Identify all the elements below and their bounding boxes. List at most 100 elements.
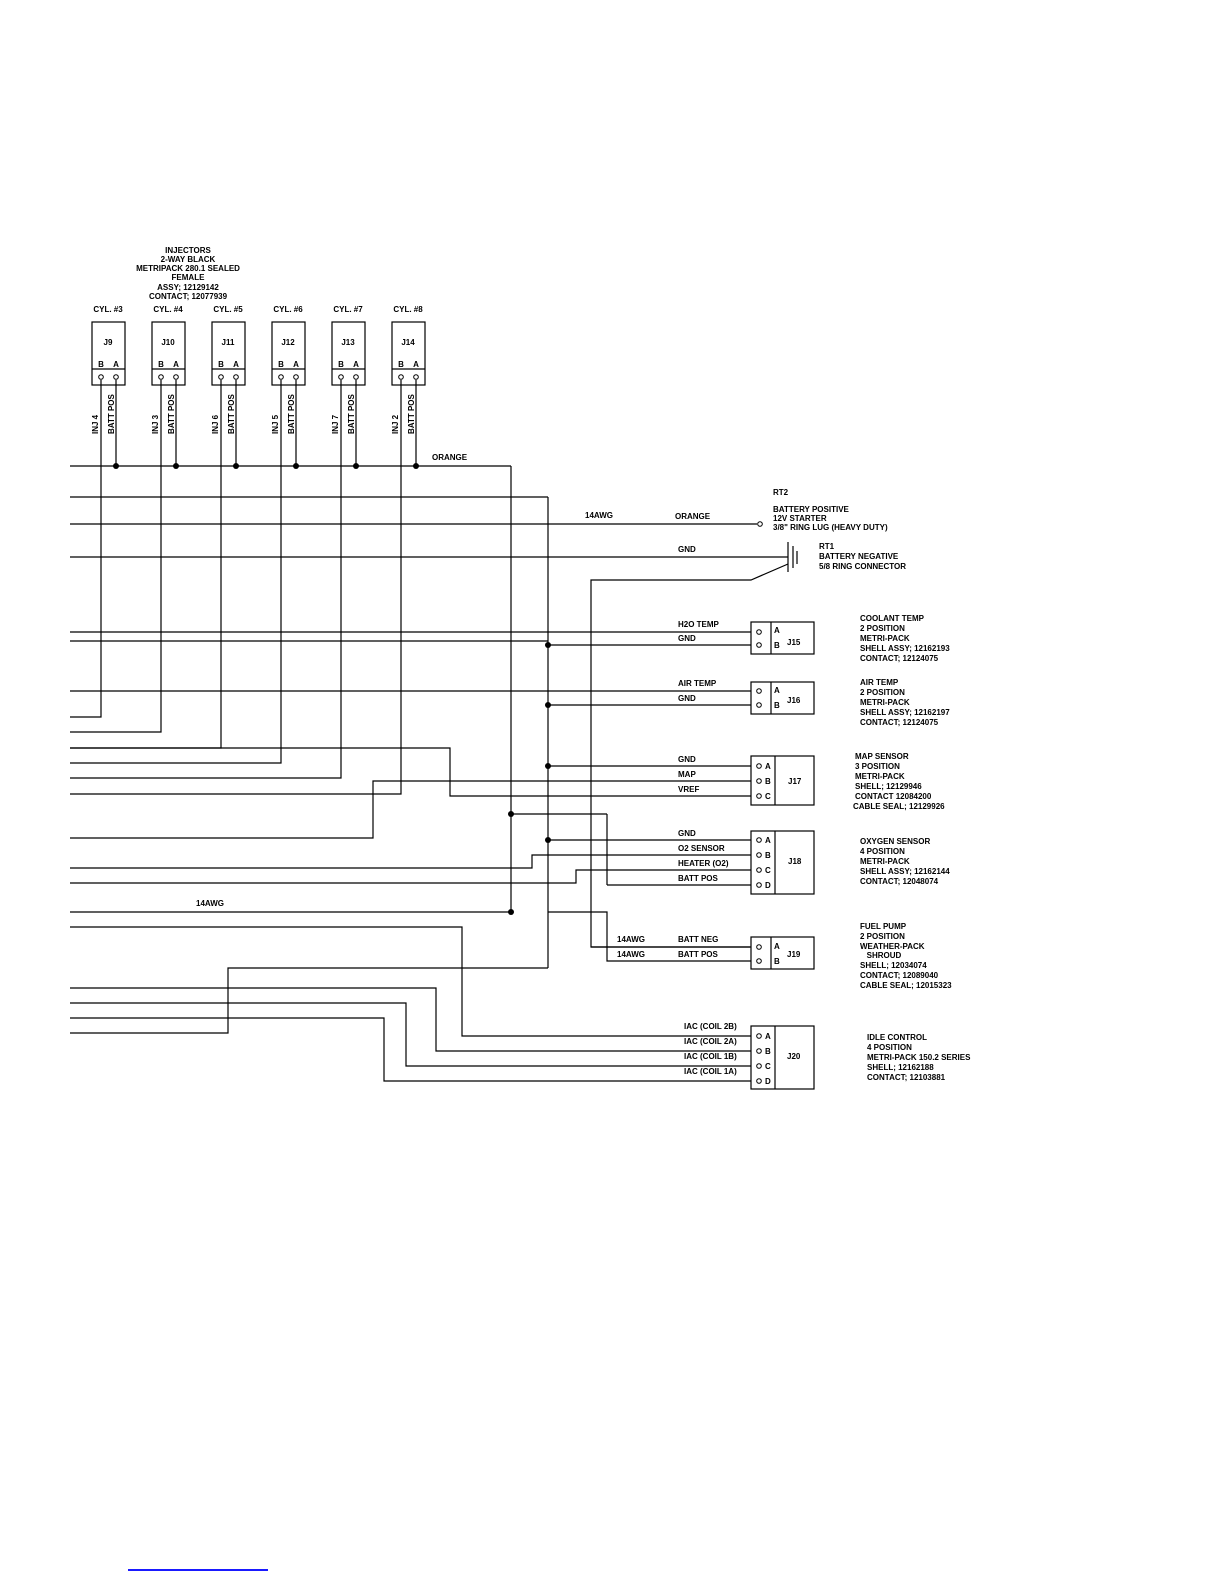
wire-label-awg: 14AWG — [196, 899, 224, 908]
terminal-RT2: RT2 BATTERY POSITIVE 12V STARTER 3/8" RI… — [773, 488, 888, 532]
injectors-title-line: 2-WAY BLACK — [161, 255, 216, 264]
pin-label: A — [765, 836, 771, 845]
connector-id: J14 — [401, 338, 415, 347]
wire-label: IAC (COIL 1A) — [684, 1067, 737, 1076]
connector-box — [91, 321, 126, 386]
pin-label: A — [774, 942, 780, 951]
wire-label: IAC (COIL 1B) — [684, 1052, 737, 1061]
connector-box — [750, 621, 815, 655]
connector-desc: 2 POSITION — [860, 688, 905, 697]
wire-label: GND — [678, 634, 696, 643]
injector-J11: CYL. #5 J11 B A INJ 6 BATT POS — [211, 305, 246, 434]
pin-b-label: B — [338, 360, 344, 369]
terminal-line: 12V STARTER — [773, 514, 827, 523]
pin-label: B — [765, 777, 771, 786]
wire-label: GND — [678, 829, 696, 838]
injectors-title-line: METRIPACK 280.1 SEALED — [136, 264, 240, 273]
connector-desc: METRI-PACK — [860, 857, 910, 866]
connector-desc: COOLANT TEMP — [860, 614, 925, 623]
injector-J9: CYL. #3 J9 B A INJ 4 BATT POS — [91, 305, 126, 434]
injectors-title-line: FEMALE — [172, 273, 206, 282]
pin-a-label: A — [233, 360, 239, 369]
wire-label: INJ 7 — [331, 414, 340, 434]
wire-label: BATT POS — [347, 393, 356, 434]
wire-label: INJ 2 — [391, 414, 400, 434]
connector-desc: MAP SENSOR — [855, 752, 909, 761]
cylinder-label: CYL. #5 — [213, 305, 243, 314]
connector-id: J16 — [787, 696, 801, 705]
connector-desc: SHELL ASSY; 12162193 — [860, 644, 950, 653]
wire-label: O2 SENSOR — [678, 844, 725, 853]
connector-id: J12 — [281, 338, 295, 347]
injectors-title-line: INJECTORS — [165, 246, 211, 255]
connector-box — [151, 321, 186, 386]
cylinder-label: CYL. #7 — [333, 305, 363, 314]
wire-label: INJ 6 — [211, 414, 220, 434]
injectors-title: INJECTORS 2-WAY BLACK METRIPACK 280.1 SE… — [136, 246, 240, 301]
pin-label: C — [765, 792, 771, 801]
wire-awg: 14AWG — [617, 950, 645, 959]
connector-desc: SHELL; 12162188 — [867, 1063, 934, 1072]
connector-desc: CONTACT; 12124075 — [860, 718, 939, 727]
connector-desc: CONTACT; 12103881 — [867, 1073, 946, 1082]
wire-label: BATT POS — [167, 393, 176, 434]
connector-id: J19 — [787, 950, 801, 959]
pin-b-label: B — [158, 360, 164, 369]
terminal-line: BATTERY POSITIVE — [773, 505, 850, 514]
connector-desc: METRI-PACK — [860, 634, 910, 643]
connector-desc: METRI-PACK — [855, 772, 905, 781]
pin-label: B — [765, 851, 771, 860]
pin-label: D — [765, 881, 771, 890]
wire-label-awg: 14AWG — [585, 511, 613, 520]
pin-label: B — [774, 701, 780, 710]
wire-label: H2O TEMP — [678, 620, 720, 629]
wire-label: IAC (COIL 2A) — [684, 1037, 737, 1046]
connector-id: J15 — [787, 638, 801, 647]
connector-J16: AIR TEMP GND A B J16 AIR TEMP 2 POSITION… — [678, 678, 950, 727]
wire-label: BATT POS — [678, 874, 719, 883]
wire-label: INJ 3 — [151, 414, 160, 434]
pin-label: B — [774, 957, 780, 966]
connector-desc: SHELL ASSY; 12162197 — [860, 708, 950, 717]
connector-box — [391, 321, 426, 386]
pin-b-label: B — [398, 360, 404, 369]
pin-a-label: A — [293, 360, 299, 369]
wire-label: IAC (COIL 2B) — [684, 1022, 737, 1031]
wire-label: GND — [678, 694, 696, 703]
connector-J15: H2O TEMP GND A B J15 COOLANT TEMP 2 POSI… — [678, 614, 950, 663]
connector-desc: IDLE CONTROL — [867, 1033, 927, 1042]
connector-desc: 2 POSITION — [860, 932, 905, 941]
pin-label: A — [774, 626, 780, 635]
connector-desc: FUEL PUMP — [860, 922, 907, 931]
connector-desc: METRI-PACK 150.2 SERIES — [867, 1053, 971, 1062]
pin-a-label: A — [353, 360, 359, 369]
wire-label-orange: ORANGE — [432, 453, 468, 462]
connector-box — [331, 321, 366, 386]
connector-desc: METRI-PACK — [860, 698, 910, 707]
cylinder-label: CYL. #4 — [153, 305, 183, 314]
connector-desc: CABLE SEAL; 12015323 — [860, 981, 952, 990]
terminal-id: RT1 — [819, 542, 835, 551]
wire-label: INJ 5 — [271, 414, 280, 434]
injectors-title-line: CONTACT; 12077939 — [149, 292, 228, 301]
connector-desc: CONTACT; 12048074 — [860, 877, 939, 886]
wire-label: BATT POS — [407, 393, 416, 434]
cylinder-label: CYL. #3 — [93, 305, 123, 314]
wire-label: HEATER (O2) — [678, 859, 729, 868]
wire-label-gnd: GND — [678, 545, 696, 554]
injector-J13: CYL. #7 J13 B A INJ 7 BATT POS — [331, 305, 366, 434]
injectors-title-line: ASSY; 12129142 — [157, 283, 219, 292]
connector-desc: CABLE SEAL; 12129926 — [853, 802, 945, 811]
pin-b-label: B — [98, 360, 104, 369]
wire-label: BATT NEG — [678, 935, 718, 944]
footer-link-underline[interactable] — [128, 1569, 268, 1571]
pin-a-label: A — [413, 360, 419, 369]
injector-J14: CYL. #8 J14 B A INJ 2 BATT POS — [391, 305, 426, 434]
connector-id: J10 — [161, 338, 175, 347]
wire-label: BATT POS — [287, 393, 296, 434]
connector-desc: SHROUD — [860, 951, 902, 960]
connector-box — [271, 321, 306, 386]
pin-label: C — [765, 866, 771, 875]
connector-desc: SHELL ASSY; 12162144 — [860, 867, 950, 876]
